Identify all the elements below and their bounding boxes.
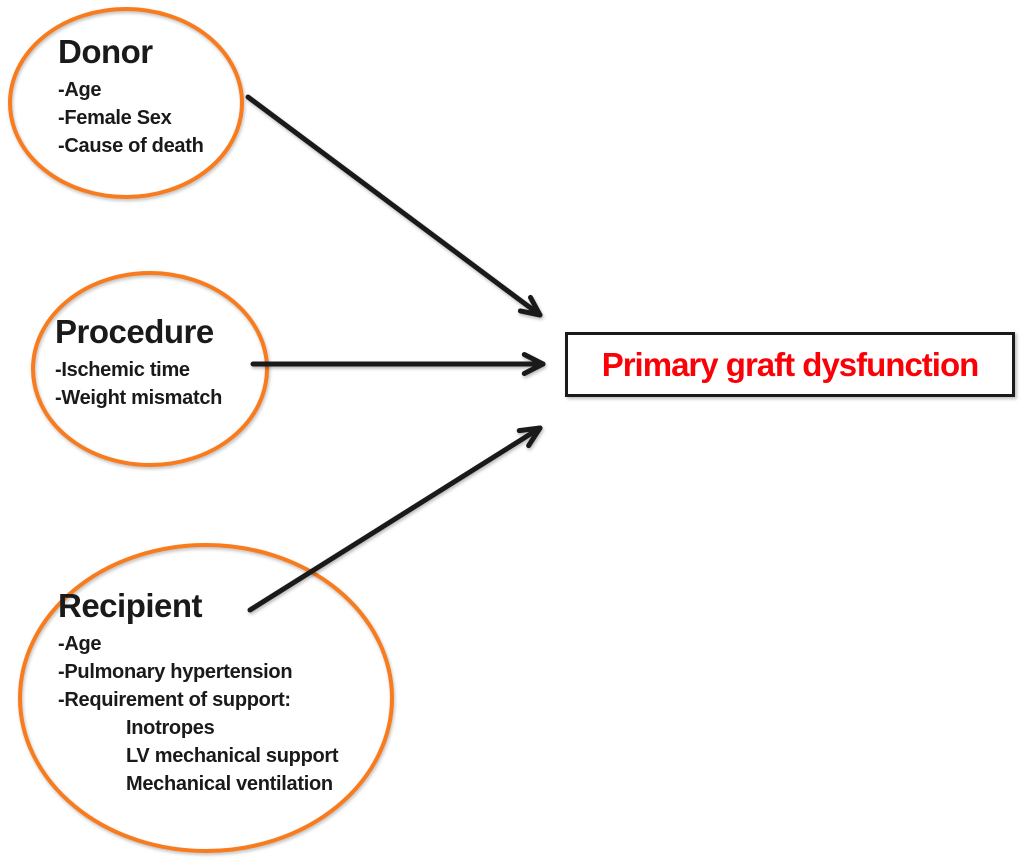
procedure-node: Procedure -Ischemic time -Weight mismatc… (55, 312, 222, 412)
ellipse-group (8, 7, 394, 853)
recipient-item: -Pulmonary hypertension (58, 661, 293, 683)
procedure-title: Procedure (55, 313, 214, 350)
procedure-item: -Ischemic time (55, 359, 190, 381)
recipient-sub-item: LV mechanical support (126, 745, 339, 767)
donor-item: -Female Sex (58, 107, 172, 129)
outcome-label: Primary graft dysfunction (601, 345, 980, 383)
arrow-procedure-to-outcome (250, 352, 546, 376)
recipient-sub-item: Mechanical ventilation (126, 773, 333, 795)
procedure-item: -Weight mismatch (55, 387, 223, 409)
recipient-node: Recipient -Age -Pulmonary hypertension -… (58, 586, 339, 798)
recipient-item: -Requirement of support: (58, 689, 291, 711)
donor-item: -Age (58, 79, 102, 101)
procedure-ellipse (31, 271, 269, 467)
arrow-group (245, 94, 546, 613)
recipient-sub-item: Inotropes (126, 717, 215, 739)
donor-item: -Cause of death (58, 135, 204, 157)
outcome-box: Primary graft dysfunction (565, 332, 1015, 397)
recipient-item: -Age (58, 633, 102, 655)
donor-title: Donor (58, 33, 153, 70)
arrow-donor-to-outcome (245, 94, 543, 318)
recipient-ellipse (18, 543, 394, 853)
donor-ellipse (8, 7, 244, 199)
arrow-recipient-to-outcome (247, 425, 543, 613)
recipient-title: Recipient (58, 587, 203, 624)
donor-node: Donor -Age -Female Sex -Cause of death (58, 32, 204, 160)
